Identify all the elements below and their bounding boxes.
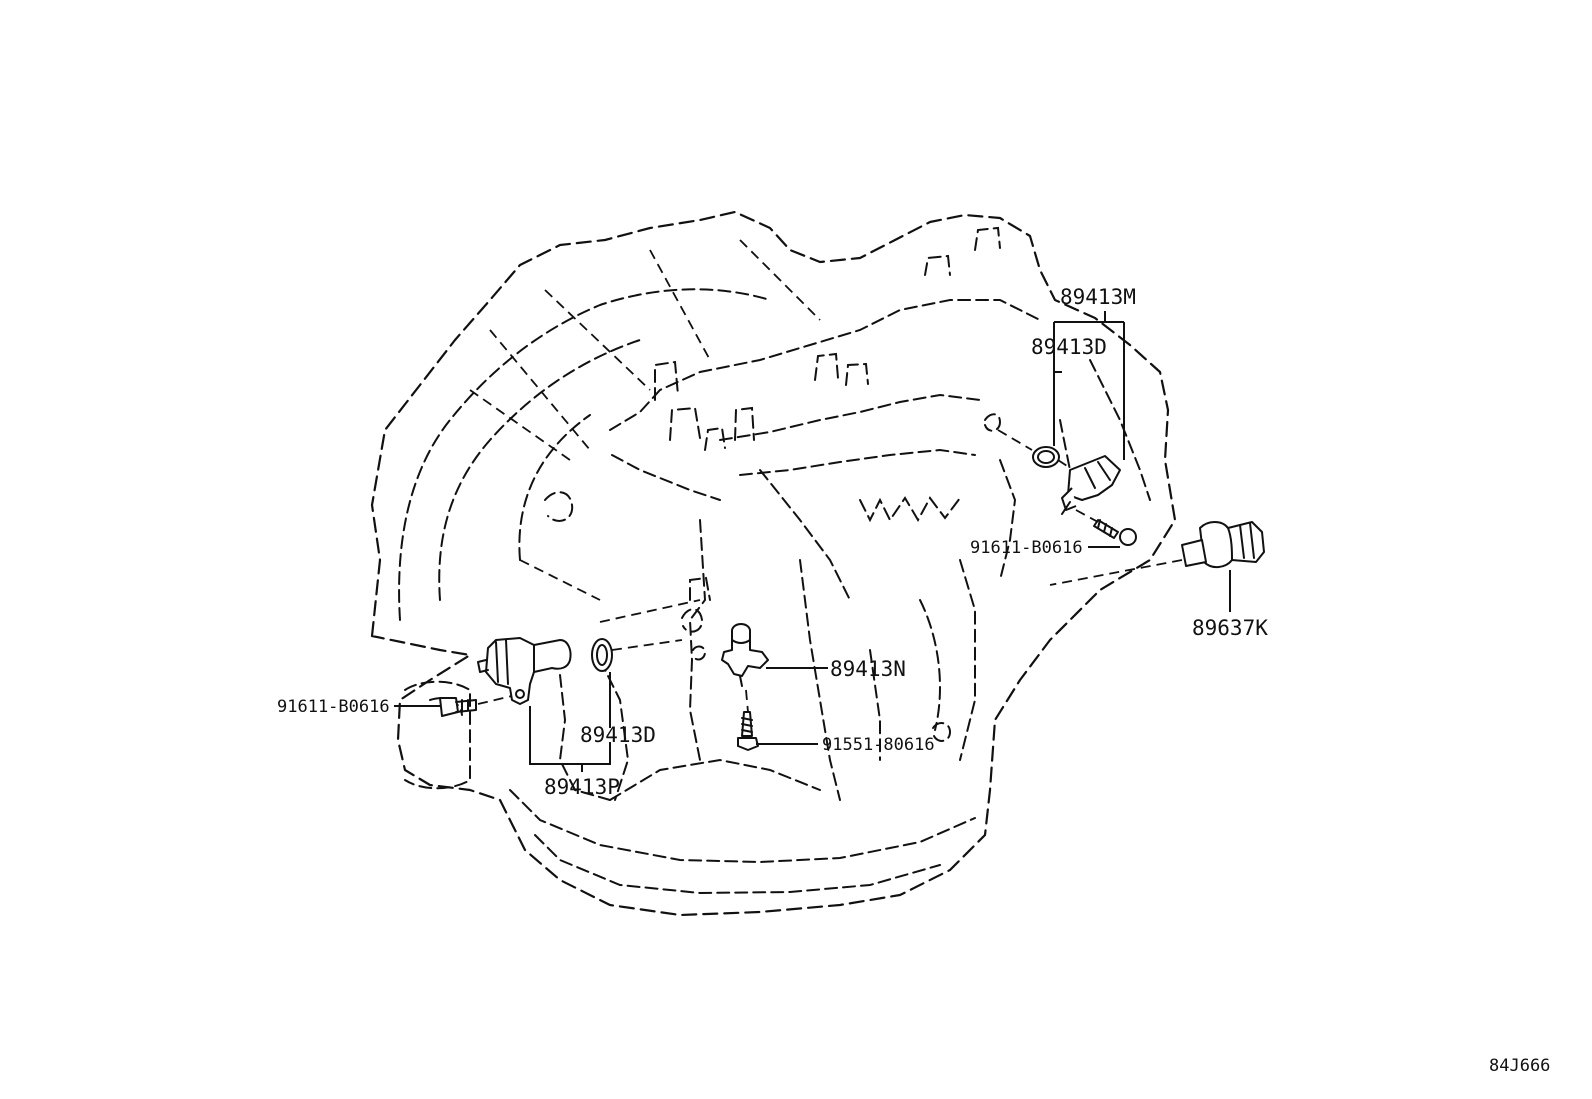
- leader-lines: [394, 311, 1231, 772]
- dashed-line-bolt-right: [1075, 509, 1099, 523]
- oring-upper-right: [1032, 446, 1060, 468]
- speed-sensor-center: [721, 623, 769, 687]
- dashed-line-bolt-center: [745, 689, 749, 713]
- label-91611-B0616-right: 91611-B0616: [970, 538, 1083, 558]
- illustration-code: 84J666: [1489, 1056, 1550, 1076]
- label-89413M: 89413M: [1060, 285, 1136, 309]
- dashed-line-oring-left: [611, 639, 683, 651]
- dashed-line-sensor-left: [599, 599, 701, 623]
- dashed-line-pressure-switch: [1049, 559, 1183, 586]
- label-89413N: 89413N: [830, 657, 906, 681]
- label-89413D-right: 89413D: [1031, 335, 1107, 359]
- label-89637K: 89637K: [1192, 616, 1268, 640]
- speed-sensor-upper-right: [1061, 455, 1121, 515]
- label-91611-B0616-left: 91611-B0616: [277, 697, 390, 717]
- speed-sensor-lower-left: [477, 637, 572, 705]
- dashed-line-oring-to-sensor: [1057, 459, 1071, 469]
- pressure-switch: [1181, 521, 1265, 568]
- dashed-line-oring-to-housing: [997, 429, 1033, 451]
- label-89413P: 89413P: [544, 775, 620, 799]
- bolt-upper-right: [1093, 519, 1137, 546]
- dashed-line-bolt-left: [477, 695, 513, 705]
- label-89413D-left: 89413D: [580, 723, 656, 747]
- label-91551-80616: 91551-80616: [822, 735, 935, 755]
- part-labels: 89413M 89413D 91611-B0616 89637K 89413N …: [277, 285, 1550, 1076]
- bolt-lower-left: [439, 697, 477, 717]
- bolt-center: [737, 711, 759, 751]
- transmission-housing: [370, 210, 1177, 917]
- oring-lower-left: [591, 638, 613, 672]
